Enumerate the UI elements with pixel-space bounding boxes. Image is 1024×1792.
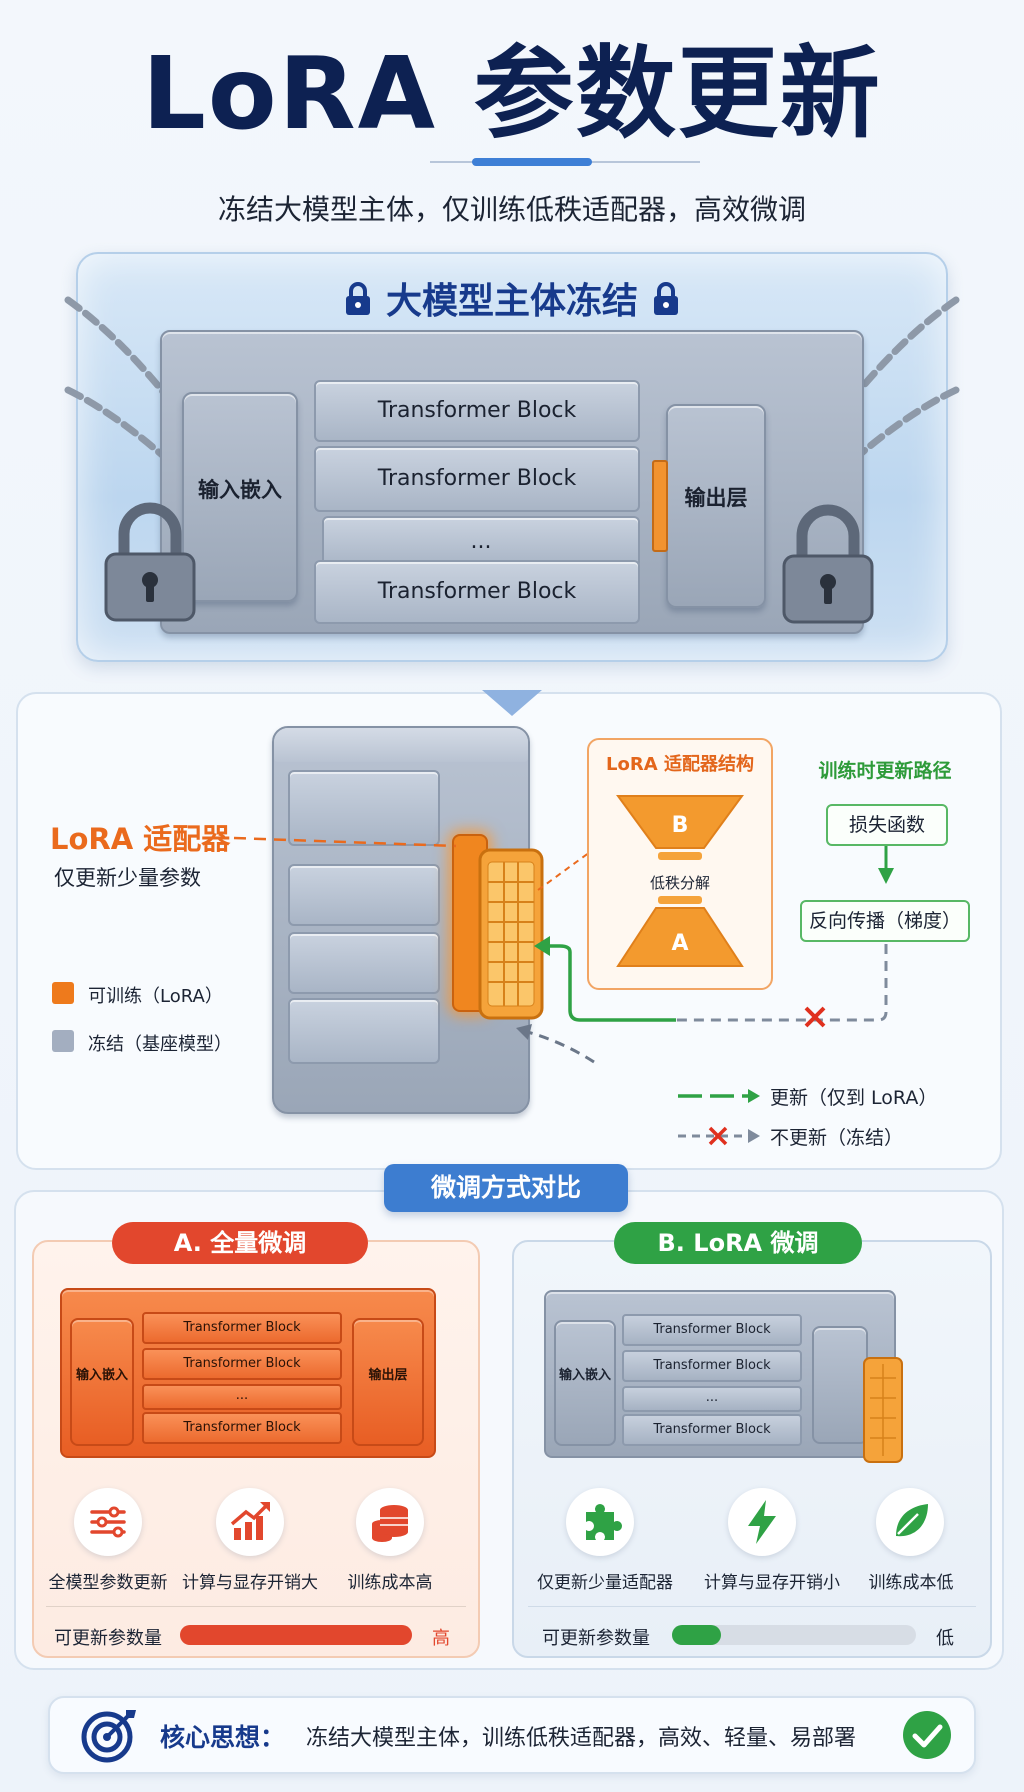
legend-trainable-swatch [52, 982, 74, 1004]
param-level-low: 低 [936, 1628, 954, 1649]
lora-input-label: 输入嵌入 [558, 1368, 611, 1383]
card-divider [46, 1606, 466, 1607]
key-update-label: 更新（仅到 LoRA） [770, 1087, 938, 1109]
lora-adapter-subtitle: 仅更新少量参数 [54, 866, 201, 890]
feature-label: 训练成本低 [868, 1573, 954, 1593]
lightning-icon [728, 1488, 796, 1556]
legend-trainable-label: 可训练（LoRA） [88, 986, 223, 1007]
transformer-block: Transformer Block [142, 1412, 342, 1444]
page-subtitle: 冻结大模型主体，仅训练低秩适配器，高效微调 [217, 193, 806, 226]
full-input-block [70, 1318, 134, 1446]
feature-label: 训练成本高 [347, 1573, 433, 1593]
full-input-label: 输入嵌入 [75, 1368, 128, 1383]
transformer-block: Transformer Block [314, 380, 640, 442]
pointer-down-icon [482, 690, 542, 716]
no-update-arrow-key [678, 1126, 760, 1146]
low-rank-matrices: B A [616, 795, 744, 967]
frozen-title-text: 大模型主体冻结 [385, 281, 638, 322]
lora-adapter-peek [652, 460, 668, 552]
feature-label: 仅更新少量适配器 [537, 1573, 673, 1593]
param-bar-label: 可更新参数量 [542, 1628, 650, 1649]
transformer-block: Transformer Block [314, 560, 640, 624]
tower-layer [288, 770, 440, 846]
padlock-icon [782, 504, 874, 624]
transformer-block: Transformer Block [142, 1312, 342, 1344]
param-bar-label: 可更新参数量 [54, 1628, 162, 1649]
coins-icon [356, 1488, 424, 1556]
tower-layer [288, 932, 440, 994]
chart-up-icon [216, 1488, 284, 1556]
lora-input-block [554, 1320, 616, 1446]
feature-label: 全模型参数更新 [48, 1573, 168, 1593]
target-icon [81, 1710, 136, 1763]
compare-title: 微调方式对比 [384, 1164, 628, 1212]
matrix-b-label: B [672, 813, 689, 838]
output-layer-block [666, 404, 766, 608]
input-embedding-label: 输入嵌入 [198, 478, 282, 502]
check-icon [903, 1711, 951, 1759]
param-bar-fill [672, 1625, 721, 1645]
title-divider-accent [472, 158, 592, 166]
feature-label: 计算与显存开销大 [182, 1573, 318, 1593]
feature-label: 计算与显存开销小 [704, 1573, 840, 1593]
lock-icon [345, 282, 370, 315]
transformer-block-ellipsis: ... [622, 1386, 802, 1412]
lora-structure-title: LoRA 适配器结构 [606, 754, 754, 775]
legend-frozen-swatch [52, 1030, 74, 1052]
lora-finetune-title: B. LoRA 微调 [614, 1222, 862, 1264]
param-bar-track [672, 1625, 916, 1645]
backprop-box: 反向传播（梯度） [800, 900, 970, 942]
frozen-title: 大模型主体冻结 [76, 272, 948, 324]
lora-adapter-module [863, 1357, 903, 1463]
card-divider [528, 1606, 976, 1607]
param-bar-fill [180, 1625, 412, 1645]
core-idea-label: 核心思想： [160, 1723, 286, 1752]
full-output-block [352, 1318, 424, 1446]
full-output-label: 输出层 [368, 1368, 408, 1383]
input-embedding-block [182, 392, 298, 602]
lora-output-block [812, 1326, 868, 1444]
loss-function-box: 损失函数 [826, 804, 948, 846]
output-layer-label: 输出层 [684, 486, 748, 510]
transformer-block-ellipsis: ... [142, 1384, 342, 1410]
update-path-title: 训练时更新路径 [818, 760, 952, 782]
transformer-block: Transformer Block [622, 1314, 802, 1346]
matrix-a-label: A [671, 931, 688, 956]
param-level-high: 高 [432, 1628, 450, 1649]
transformer-block: Transformer Block [622, 1414, 802, 1446]
transformer-block: Transformer Block [314, 446, 640, 512]
lock-icon [654, 282, 678, 315]
tower-layer [288, 864, 440, 926]
leaf-icon [876, 1488, 944, 1556]
sliders-icon [74, 1488, 142, 1556]
tower-top [274, 728, 528, 762]
full-finetune-title: A. 全量微调 [112, 1222, 368, 1264]
lora-adapter-label: LoRA 适配器 [50, 822, 231, 856]
transformer-block: Transformer Block [622, 1350, 802, 1382]
low-rank-label: 低秩分解 [649, 874, 710, 892]
legend-frozen-label: 冻结（基座模型） [88, 1034, 232, 1055]
key-no-update-label: 不更新（冻结） [770, 1127, 904, 1149]
padlock-icon [104, 502, 196, 622]
transformer-block: Transformer Block [142, 1348, 342, 1380]
page-title: LoRA 参数更新 [142, 35, 882, 152]
core-idea-banner [48, 1696, 976, 1774]
param-bar-track [180, 1625, 412, 1645]
core-idea-text: 冻结大模型主体，训练低秩适配器，高效、轻量、易部署 [306, 1726, 857, 1751]
puzzle-icon [566, 1488, 634, 1556]
lora-adapter-module [478, 848, 544, 1020]
update-arrow-key [678, 1089, 760, 1103]
tower-layer [288, 998, 440, 1064]
